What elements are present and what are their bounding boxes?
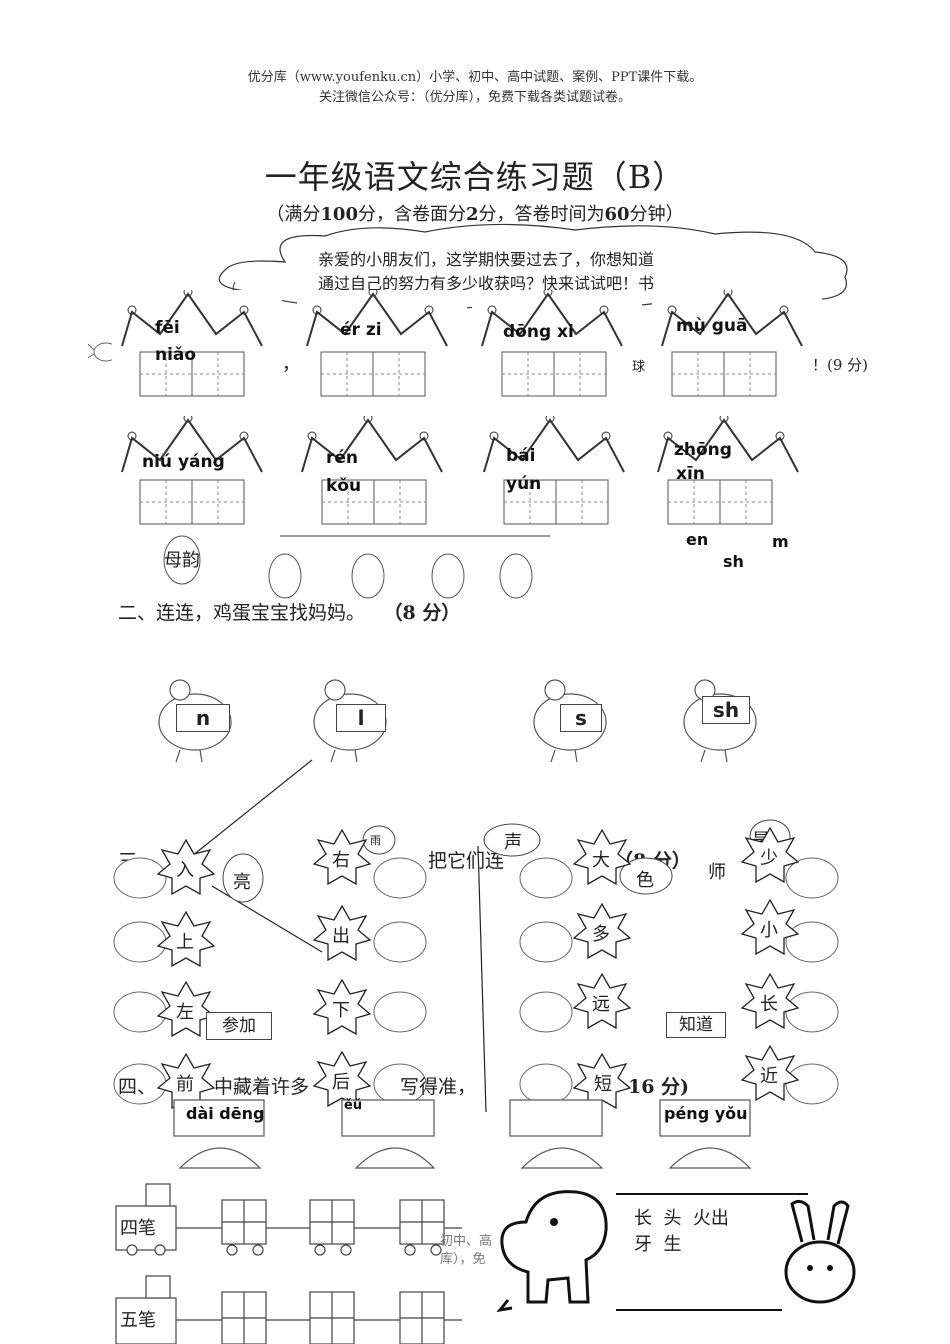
section-4-fragment-2: 写得准， (400, 1076, 477, 1098)
chicks-illustration (113, 857, 839, 1105)
cloud-text-line-2: 通过自己的努力有多少收获吗？快来试试吧！书 (318, 274, 655, 293)
crown-4-pinyin: mù guā (676, 316, 748, 336)
hen-box-n: n (176, 704, 230, 732)
cloud-text-line-1: 亲爱的小朋友们，这学期快要过去了，你想知道 (318, 250, 655, 269)
word-box-frame (616, 1193, 808, 1311)
section-4-heading: 四、 (118, 1076, 157, 1098)
star-qian: 前 (176, 1074, 194, 1095)
hens-illustration (158, 679, 757, 763)
star-chang: 长 (760, 994, 778, 1015)
egg-shi: 师 (708, 862, 726, 883)
star-xia: 下 (332, 1000, 350, 1021)
crown-1-pinyin-a: fēi (155, 318, 180, 338)
section-4-score: 16 分) (628, 1076, 690, 1098)
crown-6-pinyin-b: kǒu (326, 476, 362, 496)
fragment-ball: 球 (632, 360, 646, 375)
crown-7-pinyin-b: yún (506, 474, 542, 494)
word-box-line-1: 长 头 火出 (634, 1208, 729, 1229)
fragment-m: m (772, 532, 789, 551)
hen-box-s: s (560, 704, 602, 732)
hen-box-l: l (336, 704, 386, 732)
hen-box-sh: sh (702, 696, 750, 724)
crown-3-pinyin: dōng xi (503, 322, 574, 342)
section-2-heading: 二、连连，鸡蛋宝宝找妈妈。（8 分） (118, 602, 461, 624)
house-1-pinyin: dài dēng (186, 1104, 265, 1123)
train-1-label: 四笔 (120, 1214, 156, 1240)
section-4-fragment: 中藏着许多 (214, 1076, 310, 1098)
crowns-row-1 (112, 290, 822, 408)
egg-liang: 亮 (233, 872, 251, 893)
crown-5-pinyin: niú yáng (142, 452, 225, 472)
fragment-comma: ， (282, 354, 300, 375)
crown-6-pinyin-a: rén (326, 448, 359, 468)
page-subtitle: （满分100分，含卷面分2分，答卷时间为60分钟） (266, 204, 684, 225)
houses-illustration (173, 1099, 752, 1169)
crowns-row-2 (112, 416, 818, 536)
trains-illustration (115, 1183, 462, 1344)
star-jin: 近 (760, 1066, 778, 1087)
train-2-label: 五笔 (120, 1306, 156, 1332)
star-da: 大 (592, 850, 610, 871)
house-2-pinyin: ěǔ (344, 1098, 363, 1113)
page-title: 一年级语文综合练习题（B） (264, 158, 686, 196)
crown-1-pinyin-b: niǎo (155, 345, 197, 365)
star-zuo: 左 (176, 1002, 194, 1023)
star-yuan: 远 (592, 994, 610, 1015)
word-box-line-2: 牙 生 (634, 1234, 682, 1255)
egg-se: 色 (636, 870, 654, 891)
footer-fragment-1: 初中、高 (440, 1234, 493, 1249)
star-hou: 后 (332, 1072, 350, 1093)
star-duan: 短 (594, 1074, 612, 1095)
footer-fragment-2: 库），免 (440, 1252, 486, 1267)
star-you: 右 (332, 850, 350, 871)
header-line-2: 关注微信公众号：（优分库），免费下载各类试题试卷。 (318, 90, 631, 105)
crown-8-pinyin-a: zhōng (674, 440, 732, 460)
label-zhidao: 知道 (666, 1012, 726, 1038)
star-xiao: 小 (760, 920, 778, 941)
house-4-pinyin: péng yǒu (664, 1104, 748, 1123)
crown-2-pinyin: ér zi (340, 320, 382, 340)
balloons-illustration (163, 535, 550, 599)
star-chu: 出 (332, 926, 350, 947)
header-line-1: 优分库（www.youfenku.cn）小学、初中、高中试题、案例、PPT课件下… (247, 70, 703, 85)
fragment-sh: sh (723, 552, 744, 571)
label-canjia: 参加 (206, 1012, 272, 1040)
star-shang: 上 (176, 932, 194, 953)
egg-sheng: 声 (504, 832, 522, 853)
star-ru: 入 (176, 860, 194, 881)
fragment-yunmu: 母韵 (164, 550, 200, 571)
crown-7-pinyin-a: bái (506, 446, 536, 466)
bunny-icon (784, 1199, 856, 1304)
elephant-icon (496, 1190, 608, 1313)
crown-8-pinyin-b: xīn (676, 464, 705, 484)
fragment-en: en (686, 530, 709, 549)
section-1-score: ！(9 分) (812, 356, 869, 374)
star-shao: 少 (760, 848, 778, 869)
star-duo: 多 (592, 924, 610, 945)
egg-yu: 雨 (370, 834, 381, 847)
